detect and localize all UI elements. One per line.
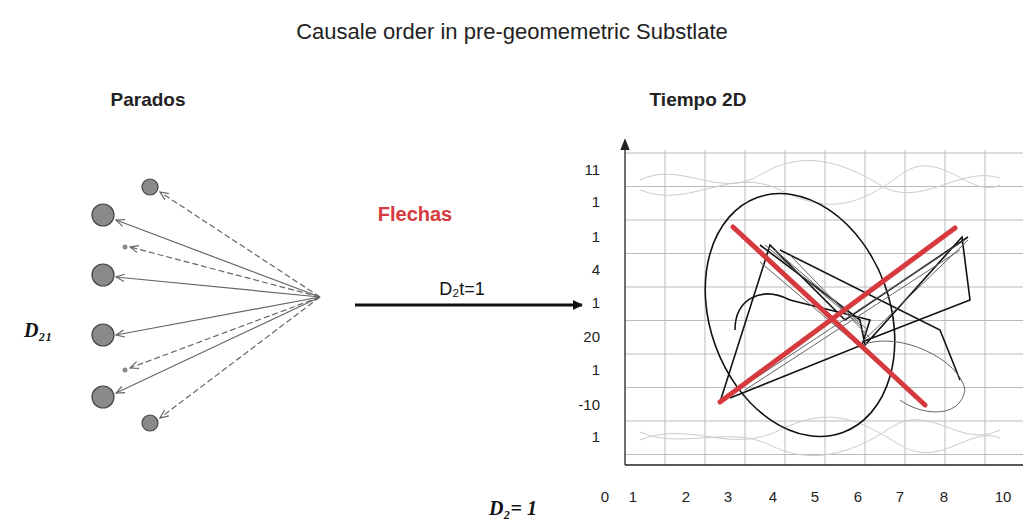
x-tick: 10 bbox=[995, 489, 1012, 506]
y-tick: -10 bbox=[578, 397, 600, 414]
panel-heading: Tiempo 2D bbox=[650, 90, 747, 111]
panel-heading: Parados bbox=[111, 90, 186, 111]
dimension-label: D₂= 1 bbox=[489, 497, 537, 519]
arrow-heading: Flechas bbox=[378, 203, 452, 225]
arrow-label: D₂t=1 bbox=[439, 280, 485, 300]
y-tick: 1 bbox=[592, 229, 600, 246]
x-tick: 1 bbox=[629, 489, 637, 506]
main-arrow bbox=[355, 304, 582, 307]
node-circles bbox=[92, 179, 158, 431]
causal-lines bbox=[730, 240, 968, 412]
x-tick: 3 bbox=[724, 489, 732, 506]
y-tick: 4 bbox=[592, 262, 600, 279]
x-tick: 6 bbox=[854, 489, 862, 506]
fan-lines bbox=[116, 192, 320, 418]
y-tick: 1 bbox=[592, 362, 600, 379]
chart-grid bbox=[625, 150, 1023, 465]
x-tick: 8 bbox=[940, 489, 948, 506]
y-tick: 1 bbox=[592, 429, 600, 446]
x-tick: 5 bbox=[811, 489, 819, 506]
x-tick: 2 bbox=[682, 489, 690, 506]
x-tick: 4 bbox=[769, 489, 777, 506]
y-tick: 1 bbox=[592, 194, 600, 211]
title: Causale order in pre-geomemetric Substla… bbox=[296, 20, 728, 44]
y-tick: 11 bbox=[584, 162, 600, 179]
chart-axes bbox=[621, 140, 1023, 465]
y-tick: 20 bbox=[583, 329, 600, 346]
red-cross bbox=[720, 227, 955, 405]
x-tick: 0 bbox=[601, 489, 609, 506]
causal-curves bbox=[673, 167, 970, 463]
set-label: D₂₁ bbox=[24, 319, 52, 341]
y-tick: 1 bbox=[592, 295, 600, 312]
x-tick: 7 bbox=[896, 489, 904, 506]
